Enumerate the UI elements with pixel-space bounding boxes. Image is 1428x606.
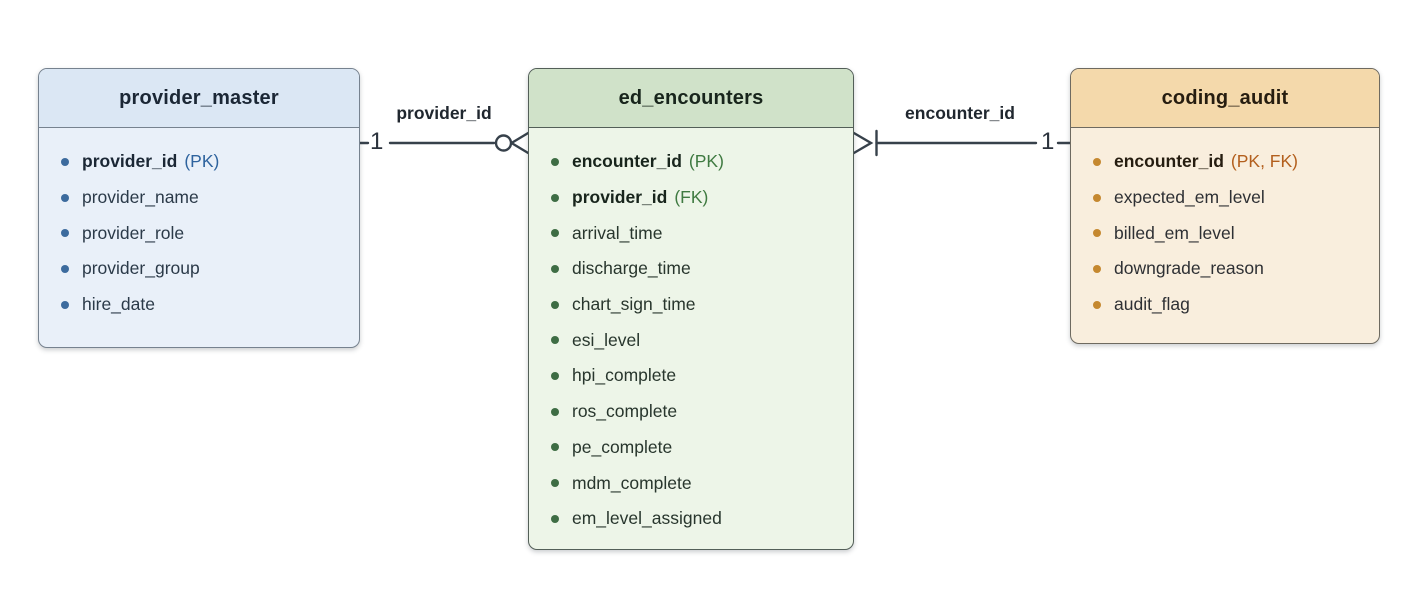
field-name: chart_sign_time	[572, 294, 696, 315]
table-title: coding_audit	[1071, 69, 1379, 128]
field-name: hpi_complete	[572, 365, 677, 386]
field-row-esi_level: esi_level	[551, 322, 839, 358]
field-row-audit_flag: audit_flag	[1093, 287, 1365, 323]
bullet-icon	[551, 157, 559, 166]
field-row-provider_role: provider_role	[61, 215, 345, 251]
bullet-icon	[551, 479, 559, 488]
field-row-provider_group: provider_group	[61, 251, 345, 287]
field-row-encounter_id: encounter_id (PK, FK)	[1093, 144, 1365, 180]
bullet-icon	[551, 443, 559, 452]
relationship-label-encounter-id: encounter_id	[905, 103, 1015, 123]
bullet-icon	[551, 300, 559, 309]
field-name: provider_id	[572, 187, 668, 208]
field-name: encounter_id	[1114, 151, 1224, 172]
field-name: ros_complete	[572, 401, 678, 422]
field-name: mdm_complete	[572, 472, 692, 493]
relationship-provider-id	[358, 131, 531, 155]
bullet-icon	[551, 514, 559, 523]
field-list: encounter_id (PK) provider_id (FK) arrival_t…	[529, 128, 853, 547]
field-key-badge: (PK)	[688, 151, 724, 172]
field-row-encounter_id: encounter_id (PK)	[551, 144, 839, 180]
field-name: pe_complete	[572, 436, 673, 457]
relationship-label-provider-id: provider_id	[396, 103, 492, 123]
field-row-chart_sign_time: chart_sign_time	[551, 287, 839, 323]
field-name: esi_level	[572, 329, 641, 350]
field-name: provider_role	[82, 222, 185, 243]
field-name: provider_name	[82, 187, 199, 208]
field-row-provider_id: provider_id (FK)	[551, 180, 839, 216]
cardinality-one-left: 1	[370, 128, 384, 155]
field-key-badge: (FK)	[674, 187, 709, 208]
zero-circle-icon	[494, 134, 513, 152]
field-name: audit_flag	[1114, 294, 1190, 315]
relationship-encounter-id	[851, 129, 1072, 157]
field-row-billed_em_level: billed_em_level	[1093, 215, 1365, 251]
bullet-icon	[551, 371, 559, 380]
bullet-icon	[1093, 264, 1101, 273]
bullet-icon	[1093, 300, 1101, 309]
field-name: encounter_id	[572, 151, 682, 172]
field-name: em_level_assigned	[572, 508, 722, 529]
bullet-icon	[61, 264, 69, 273]
field-row-arrival_time: arrival_time	[551, 215, 839, 251]
bullet-icon	[551, 229, 559, 238]
field-row-em_level_assigned: em_level_assigned	[551, 501, 839, 537]
field-row-expected_em_level: expected_em_level	[1093, 180, 1365, 216]
bullet-icon	[61, 193, 69, 202]
field-name: provider_group	[82, 258, 200, 279]
table-title: ed_encounters	[529, 69, 853, 128]
field-key-badge: (PK)	[184, 151, 220, 172]
bullet-icon	[551, 193, 559, 202]
field-key-badge: (PK, FK)	[1230, 151, 1298, 172]
bullet-icon	[551, 264, 559, 273]
crow-foot-icon	[510, 131, 531, 155]
field-row-hire_date: hire_date	[61, 287, 345, 323]
cardinality-one-right: 1	[1041, 128, 1055, 155]
table-coding-audit: coding_audit encounter_id (PK, FK) expecte…	[1070, 68, 1380, 344]
field-name: discharge_time	[572, 258, 691, 279]
table-title: provider_master	[39, 69, 359, 128]
crow-foot-icon	[851, 131, 874, 155]
field-row-mdm_complete: mdm_complete	[551, 465, 839, 501]
table-provider-master: provider_master provider_id(PK)provider_…	[38, 68, 360, 348]
field-list: provider_id (PK) provider_name provider_rol…	[39, 128, 359, 332]
bullet-icon	[551, 336, 559, 345]
field-name: hire_date	[82, 294, 155, 315]
field-name: arrival_time	[572, 222, 663, 243]
bullet-icon	[551, 407, 559, 416]
bullet-icon	[61, 157, 69, 166]
field-row-provider_name: provider_name	[61, 180, 345, 216]
bullet-icon	[1093, 229, 1101, 238]
field-row-provider_id: provider_id (PK)	[61, 144, 345, 180]
field-row-hpi_complete: hpi_complete	[551, 358, 839, 394]
bullet-icon	[61, 300, 69, 309]
field-row-pe_complete: pe_complete	[551, 430, 839, 466]
field-name: expected_em_level	[1114, 187, 1265, 208]
bullet-icon	[1093, 157, 1101, 166]
bullet-icon	[61, 229, 69, 238]
table-ed-encounters: ed_encounters encounter_id (PK) provider_i…	[528, 68, 854, 550]
field-row-ros_complete: ros_complete	[551, 394, 839, 430]
field-row-discharge_time: discharge_time	[551, 251, 839, 287]
field-name: billed_em_level	[1114, 222, 1235, 243]
field-name: downgrade_reason	[1114, 258, 1264, 279]
field-name: provider_id	[82, 151, 178, 172]
field-row-downgrade_reason: downgrade_reason	[1093, 251, 1365, 287]
bullet-icon	[1093, 193, 1101, 202]
